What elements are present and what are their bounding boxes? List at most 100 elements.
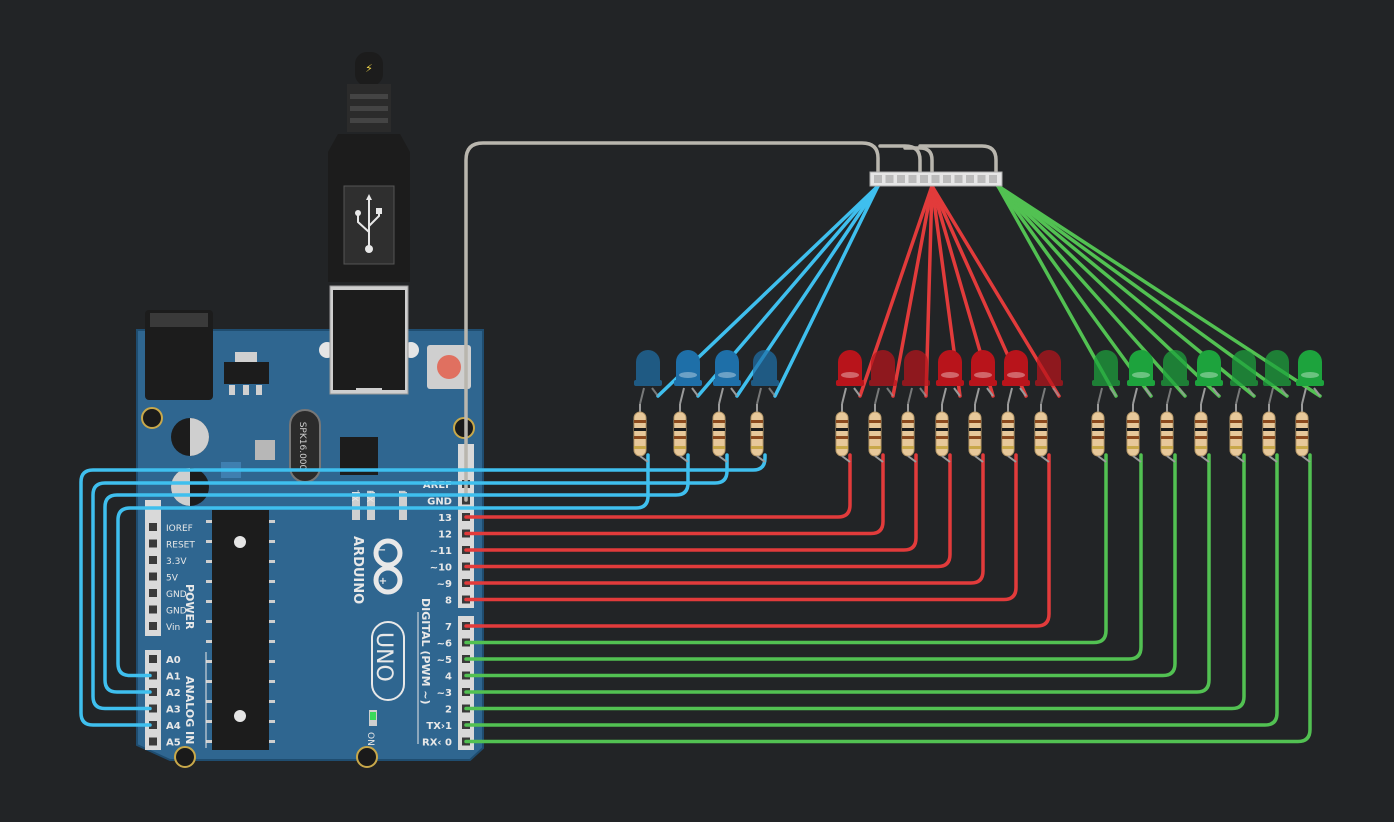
resistor[interactable] (1262, 404, 1278, 463)
blue-led[interactable] (751, 350, 779, 405)
bus-slot[interactable] (954, 175, 963, 183)
bus-slot[interactable] (920, 175, 928, 183)
resistor[interactable] (868, 404, 884, 463)
green-led[interactable] (1263, 350, 1291, 405)
red-led[interactable] (1002, 350, 1030, 405)
led-rim (713, 380, 741, 386)
resistor[interactable] (1160, 404, 1176, 463)
power-pin-hole[interactable] (149, 622, 157, 630)
analog-pin-hole[interactable] (149, 671, 157, 680)
analog-pin-hole[interactable] (149, 688, 157, 696)
bus-slot[interactable] (897, 175, 905, 183)
red-led[interactable] (1035, 350, 1063, 405)
power-pin-hole[interactable] (149, 572, 157, 581)
digital-pin-label: 2 (445, 705, 452, 716)
green-signal-wire[interactable] (464, 453, 1143, 661)
blue-led[interactable] (674, 350, 702, 405)
red-signal-wire[interactable] (464, 453, 852, 519)
red-signal-wire[interactable] (464, 453, 918, 552)
red-led[interactable] (969, 350, 997, 405)
analog-header (145, 650, 161, 750)
power-pin-hole[interactable] (149, 523, 157, 531)
bus-slot[interactable] (931, 175, 940, 183)
green-signal-wire[interactable] (464, 453, 1246, 711)
digital-pin-label: AREF (423, 480, 452, 491)
analog-pin-label: A4 (166, 721, 181, 732)
resistor[interactable] (1034, 404, 1050, 463)
resistor[interactable] (750, 404, 766, 463)
resistor[interactable] (1091, 404, 1107, 463)
red-signal-wire[interactable] (464, 453, 952, 569)
resistor[interactable] (1295, 404, 1311, 463)
ground-wire[interactable] (918, 144, 998, 178)
analog-pin-hole[interactable] (149, 721, 157, 729)
power-pin-hole[interactable] (149, 589, 157, 597)
usb-cable[interactable]: ⚡ (328, 52, 410, 395)
arduino-uno-board[interactable]: SPK16.000 TX RX L ON − + ARDUINO (136, 310, 484, 768)
red-led[interactable] (936, 350, 964, 405)
mounting-hole (141, 407, 163, 429)
red-signal-wire[interactable] (464, 453, 885, 536)
analog-pin-hole[interactable] (149, 655, 157, 663)
bus-slot[interactable] (989, 175, 997, 183)
blue-led[interactable] (634, 350, 662, 405)
resistor[interactable] (1001, 404, 1017, 463)
green-led[interactable] (1296, 350, 1324, 405)
led-rim (1296, 380, 1324, 386)
green-signal-wire[interactable] (464, 453, 1108, 645)
bus-slot[interactable] (874, 175, 882, 183)
blue-signal-wire[interactable] (103, 453, 690, 694)
resistor[interactable] (673, 404, 689, 463)
blue-signal-wire[interactable] (91, 453, 729, 711)
blue-led[interactable] (713, 350, 741, 405)
resistor[interactable] (835, 404, 851, 463)
bus-slot[interactable] (943, 175, 951, 183)
led-dome (1163, 350, 1187, 382)
resistor[interactable] (901, 404, 917, 463)
power-pin-hole[interactable] (149, 605, 157, 614)
red-led[interactable] (902, 350, 930, 405)
green-led[interactable] (1195, 350, 1223, 405)
led-ground-wire[interactable] (773, 184, 880, 398)
ground-wire[interactable] (464, 141, 880, 502)
bus-slot[interactable] (966, 175, 974, 183)
green-signal-wire[interactable] (464, 453, 1211, 694)
ground-bus-connector[interactable] (869, 171, 1003, 187)
bus-slot[interactable] (885, 175, 894, 183)
bus-slot[interactable] (977, 175, 986, 183)
analog-pin-label: A5 (166, 738, 181, 749)
blue-signal-wire[interactable] (79, 453, 767, 727)
red-led[interactable] (869, 350, 897, 405)
analog-pin-hole[interactable] (149, 737, 157, 746)
red-led[interactable] (836, 350, 864, 405)
green-led[interactable] (1092, 350, 1120, 405)
lightning-bolt-icon: ⚡ (365, 62, 373, 75)
red-signal-wire[interactable] (464, 453, 1018, 602)
resistor[interactable] (1126, 404, 1142, 463)
resistor[interactable] (712, 404, 728, 463)
red-signal-wire[interactable] (464, 453, 985, 585)
resistor[interactable] (1194, 404, 1210, 463)
green-led[interactable] (1127, 350, 1155, 405)
red-signal-wire[interactable] (464, 453, 1051, 628)
green-signal-wire[interactable] (464, 453, 1312, 744)
green-signal-wire[interactable] (464, 453, 1279, 727)
analog-pin-hole[interactable] (149, 704, 157, 713)
resistor[interactable] (1229, 404, 1245, 463)
bus-slot[interactable] (908, 175, 917, 183)
power-pin-hole[interactable] (149, 539, 157, 548)
led-ground-wire[interactable] (996, 184, 1153, 398)
ground-wire[interactable] (903, 146, 934, 178)
power-pin-hole[interactable] (149, 556, 157, 564)
resistor[interactable] (633, 404, 649, 463)
led-ground-wire[interactable] (891, 184, 934, 398)
green-led[interactable] (1230, 350, 1258, 405)
resistor[interactable] (935, 404, 951, 463)
led-ground-wire[interactable] (996, 184, 1187, 398)
resistor[interactable] (968, 404, 984, 463)
green-signal-wire[interactable] (464, 453, 1177, 678)
power-pin-label: 5V (166, 574, 179, 584)
green-led[interactable] (1161, 350, 1189, 405)
blue-signal-wire[interactable] (116, 453, 650, 678)
